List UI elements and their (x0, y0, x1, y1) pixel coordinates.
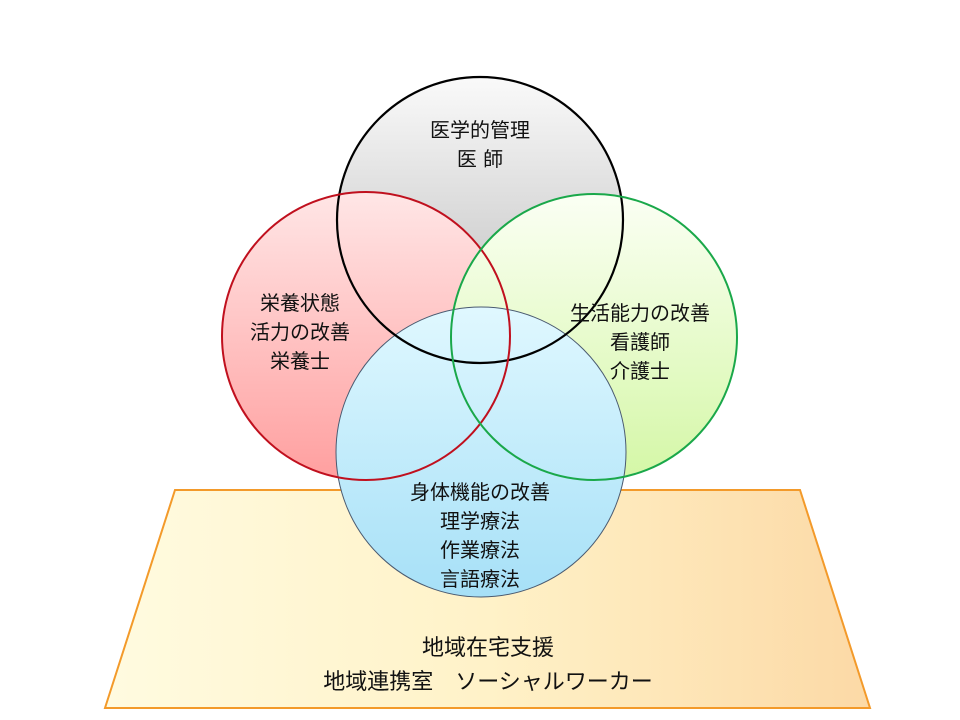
medical-circle-outline (335, 75, 625, 365)
physical-circle-fill (336, 307, 626, 597)
living-circle-outline (450, 193, 738, 481)
living-staff-nurse: 看護師 (610, 330, 670, 354)
physical-label: 身体機能の改善 理学療法 作業療法 言語療法 (410, 478, 550, 594)
physical-circle-outline (335, 306, 627, 598)
support-label: 地域在宅支援 地域連携室 ソーシャルワーカー (323, 632, 653, 700)
living-staff-caregiver: 介護士 (610, 359, 670, 383)
nutrition-staff: 栄養士 (270, 349, 330, 373)
physical-role: 身体機能の改善 (410, 480, 550, 504)
medical-label: 医学的管理 医 師 (430, 116, 530, 174)
occupational-therapy: 作業療法 (440, 538, 520, 562)
medical-role: 医学的管理 (430, 118, 530, 142)
living-role: 生活能力の改善 (570, 301, 710, 325)
support-role: 地域在宅支援 (421, 636, 554, 661)
nutrition-goal: 活力の改善 (250, 320, 350, 344)
support-staff: 地域連携室 ソーシャルワーカー (323, 670, 653, 695)
living-label: 生活能力の改善 看護師 介護士 (570, 299, 710, 386)
medical-staff: 医 師 (456, 147, 504, 171)
speech-therapy: 言語療法 (440, 567, 520, 591)
nutrition-role: 栄養状態 (260, 291, 340, 315)
nutrition-circle-outline (221, 191, 511, 481)
physical-therapy: 理学療法 (440, 509, 520, 533)
nutrition-label: 栄養状態 活力の改善 栄養士 (250, 289, 350, 376)
